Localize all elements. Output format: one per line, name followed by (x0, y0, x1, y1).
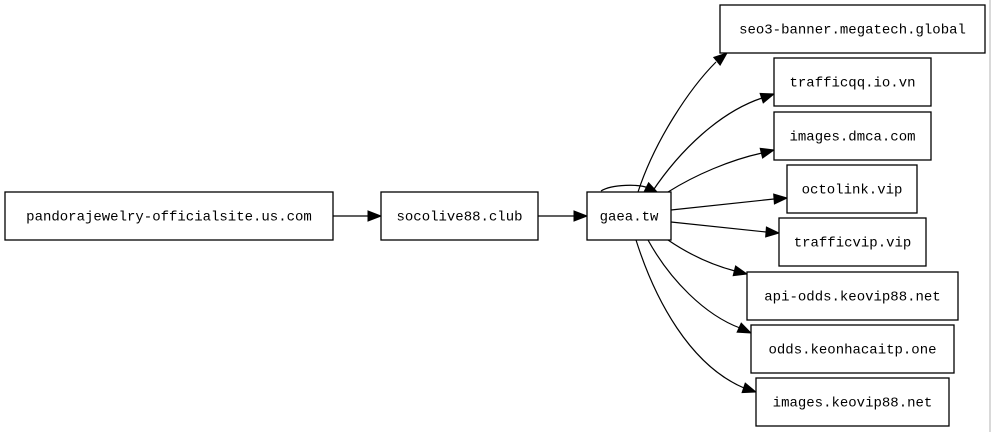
arrowhead-icon (367, 210, 383, 222)
arrowhead-icon (732, 265, 749, 277)
edge-line (667, 152, 763, 193)
node-box (4, 191, 334, 241)
edge-gaea-to-seo3 (637, 52, 729, 193)
edge-socolive-to-gaea (538, 210, 589, 222)
edge-gaea-to-imageskeovip (635, 239, 758, 394)
edge-gaea-to-apiodds (667, 239, 749, 277)
node-seo3[interactable]: seo3-banner.megatech.global (719, 4, 986, 54)
edge-line (637, 61, 717, 193)
node-label: trafficvip.vip (794, 236, 912, 252)
node-octolink[interactable]: octolink.vip (786, 164, 918, 214)
arrowhead-icon (712, 52, 729, 66)
node-box (719, 4, 986, 54)
node-label: seo3-banner.megatech.global (739, 23, 966, 39)
node-gaea[interactable]: gaea.tw (586, 191, 672, 241)
edge-gaea-to-keonhacai (647, 239, 753, 334)
node-box (778, 217, 927, 267)
node-box (746, 271, 959, 321)
node-imageskeovip[interactable]: images.keovip88.net (755, 377, 950, 427)
edge-line (667, 239, 736, 272)
node-socolive[interactable]: socolive88.club (380, 191, 539, 241)
node-label: octolink.vip (802, 183, 903, 199)
edges-layer (333, 52, 789, 394)
edge-pandora-to-socolive (333, 210, 383, 222)
node-dmca[interactable]: images.dmca.com (773, 111, 932, 161)
node-box (755, 377, 950, 427)
edge-gaea-to-trafficvip (670, 221, 781, 238)
node-label: images.dmca.com (789, 130, 915, 146)
node-box (786, 164, 918, 214)
node-trafficvip[interactable]: trafficvip.vip (778, 217, 927, 267)
node-box (750, 324, 955, 374)
arrowhead-icon (741, 382, 758, 394)
node-label: pandorajewelry-officialsite.us.com (26, 210, 312, 226)
edge-gaea-to-octolink (670, 193, 789, 211)
edge-line (647, 239, 741, 329)
node-trafficqq[interactable]: trafficqq.io.vn (773, 57, 932, 107)
node-label: odds.keonhacaitp.one (768, 343, 936, 359)
edge-line (600, 184, 649, 192)
edge-line (670, 198, 775, 211)
node-label: api-odds.keovip88.net (764, 290, 940, 306)
edge-line (670, 221, 767, 233)
edge-line (651, 97, 763, 193)
page-right-border (989, 0, 991, 432)
nodes-layer: pandorajewelry-officialsite.us.com socoli… (4, 4, 986, 427)
arrowhead-icon (759, 147, 776, 159)
node-pandora[interactable]: pandorajewelry-officialsite.us.com (4, 191, 334, 241)
node-label: images.keovip88.net (773, 396, 933, 412)
arrowhead-icon (573, 210, 589, 222)
arrowhead-icon (759, 92, 776, 104)
arrowhead-icon (765, 226, 781, 238)
edge-line (635, 239, 745, 389)
arrowhead-icon (773, 193, 789, 205)
node-box (773, 111, 932, 161)
node-box (586, 191, 672, 241)
edge-gaea-to-dmca (667, 147, 776, 193)
node-box (380, 191, 539, 241)
node-apiodds[interactable]: api-odds.keovip88.net (746, 271, 959, 321)
edge-gaea-to-trafficqq (651, 92, 776, 193)
node-label: trafficqq.io.vn (789, 76, 915, 92)
node-keonhacai[interactable]: odds.keonhacaitp.one (750, 324, 955, 374)
node-label: gaea.tw (600, 210, 659, 226)
node-box (773, 57, 932, 107)
node-label: socolive88.club (396, 210, 522, 226)
arrowhead-icon (736, 322, 753, 334)
